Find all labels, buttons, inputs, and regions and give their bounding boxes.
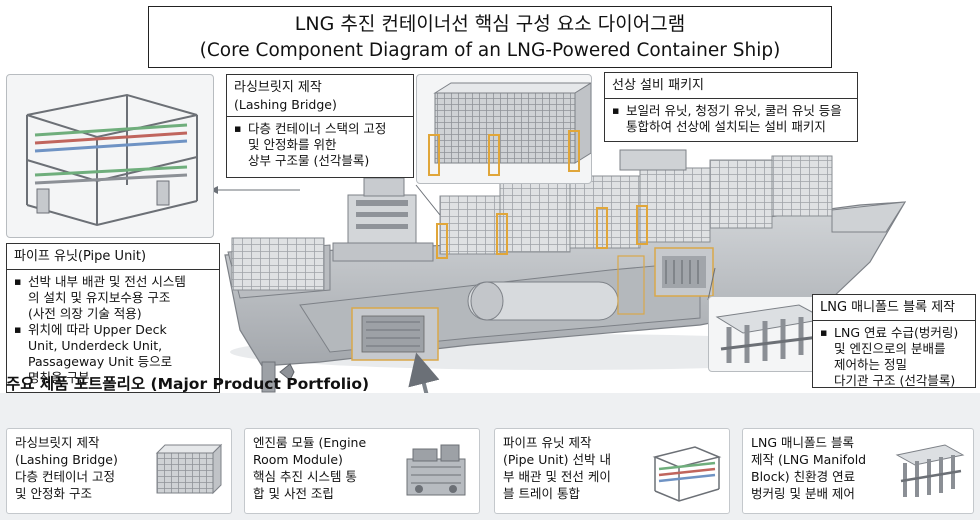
rudder — [261, 361, 276, 393]
portfolio-card-line: 합 및 사전 조립 — [253, 486, 334, 501]
callout-lashing-line: 및 안정화를 위한 — [248, 137, 337, 152]
portfolio-card-line: (Lashing Bridge) — [15, 452, 118, 467]
portfolio-card-line: 라싱브릿지 제작 — [15, 435, 100, 450]
callout-manifold-line: 다기관 구조 (선각블록) — [834, 373, 956, 388]
callout-onboard-package: 선상 설비 패키지 보일러 유닛, 청정기 유닛, 쿨러 유닛 등을 통합하여 … — [604, 72, 858, 142]
callout-pipe-line: Unit, Underdeck Unit, — [28, 338, 163, 353]
callout-pipe-bullet-1: 선박 내부 배관 및 전선 시스템 — [14, 274, 212, 290]
callout-pipe-head: 파이프 유닛(Pipe Unit) — [14, 249, 147, 264]
bridge-superstructure — [332, 177, 434, 262]
lashing-bridge-image — [416, 74, 592, 184]
callout-pipe-line: Passageway Unit 등으로 — [28, 354, 173, 369]
callout-pipe-bullet-2: 위치에 따라 Upper Deck — [14, 322, 212, 338]
engine-module-icon — [406, 444, 466, 496]
portfolio-card-line: 파이프 유닛 제작 — [503, 435, 592, 450]
portfolio-card-pipe-unit: 파이프 유닛 제작 (Pipe Unit) 선박 내 부 배관 및 전선 케이 … — [494, 428, 730, 514]
callout-pipe-unit: 파이프 유닛(Pipe Unit) 선박 내부 배관 및 전선 시스템 의 설치… — [6, 243, 220, 393]
callout-lashing-head-kr: 라싱브릿지 제작 — [234, 80, 322, 95]
callout-lng-manifold: LNG 매니폴드 블록 제작 LNG 연료 수급(벙커링) 및 엔진으로의 분배… — [812, 294, 976, 388]
pipe-unit-image — [6, 74, 214, 238]
deckhouse-front — [619, 149, 687, 171]
manifold-block-icon — [895, 444, 965, 497]
callout-lashing-head-en: (Lashing Bridge) — [234, 97, 337, 112]
portfolio-card-line: Room Module) — [253, 452, 343, 467]
portfolio-card-line: LNG 매니폴드 블록 — [751, 435, 854, 450]
callout-package-bullet: 보일러 유닛, 청정기 유닛, 쿨러 유닛 등을 — [612, 103, 850, 119]
leader-lines — [210, 184, 716, 301]
portfolio-card-line: 엔진룸 모듈 (Engine — [253, 435, 367, 450]
callout-pipe-line: 의 설치 및 유지보수용 구조 — [28, 290, 171, 305]
pipe-rack-icon — [26, 93, 198, 227]
manifold-compartment — [654, 247, 714, 297]
portfolio-card-line: 제작 (LNG Manifold — [751, 452, 867, 467]
callout-lashing-line: 상부 구조물 (선각블록) — [248, 153, 370, 168]
portfolio-card-line: (Pipe Unit) 선박 내 — [503, 452, 611, 467]
callout-pipe-line: (사전 의장 기술 적용) — [28, 306, 142, 321]
callout-package-line: 통합하여 선상에 설치되는 설비 패키지 — [626, 119, 826, 134]
portfolio-card-line: Block) 친환경 연료 — [751, 469, 856, 484]
manifold-block-icon — [715, 304, 827, 363]
portfolio-card-line: 및 안정화 구조 — [15, 486, 92, 501]
container-stack-icon — [155, 443, 223, 495]
callout-lashing-bridge: 라싱브릿지 제작 (Lashing Bridge) 다층 컨테이너 스택의 고정… — [226, 74, 414, 178]
portfolio-card-line: 블 트레이 통합 — [503, 486, 580, 501]
portfolio-title: 주요 제품 포트폴리오 (Major Product Portfolio) — [6, 375, 370, 393]
callout-package-head: 선상 설비 패키지 — [612, 78, 704, 93]
portfolio-card-line: 벙커링 및 분배 제어 — [751, 486, 855, 501]
diagram-title-box: LNG 추진 컨테이너선 핵심 구성 요소 다이어그램 (Core Compon… — [148, 6, 832, 68]
midship-containers — [439, 155, 833, 255]
forecastle — [831, 201, 906, 233]
container-stack-icon — [428, 82, 591, 176]
lng-fuel-tank — [467, 281, 619, 321]
portfolio-card-lng-manifold: LNG 매니폴드 블록 제작 (LNG Manifold Block) 친환경 … — [742, 428, 974, 514]
callout-manifold-line: 및 엔진으로의 분배를 — [834, 341, 946, 356]
callout-lashing-bullet: 다층 컨테이너 스택의 고정 — [234, 121, 406, 137]
aft-container-stack — [231, 237, 325, 291]
title-korean: LNG 추진 컨테이너선 핵심 구성 요소 다이어그램 — [294, 13, 686, 35]
manifold-image — [708, 296, 830, 372]
portfolio-card-lashing-bridge: 라싱브릿지 제작 (Lashing Bridge) 다층 컨테이너 고정 및 안… — [6, 428, 232, 514]
propeller-icon — [279, 363, 295, 381]
portfolio-card-line: 핵심 추진 시스템 통 — [253, 469, 357, 484]
portfolio-card-line: 부 배관 및 전선 케이 — [503, 469, 611, 484]
callout-manifold-bullet: LNG 연료 수급(벙커링) — [820, 325, 968, 341]
callout-manifold-head: LNG 매니폴드 블록 제작 — [820, 300, 956, 315]
title-english: (Core Component Diagram of an LNG-Powere… — [199, 40, 781, 61]
engine-room — [351, 307, 439, 361]
callout-manifold-line: 제어하는 정밀 — [834, 357, 907, 372]
portfolio-card-line: 다층 컨테이너 고정 — [15, 469, 115, 484]
callout-pipe-line: 명칭을 구분 — [28, 370, 90, 385]
pipe-unit-icon — [652, 446, 722, 502]
side-compartment — [617, 255, 645, 315]
lashing-bridge-highlights — [436, 205, 648, 259]
portfolio-card-engine-room: 엔진룸 모듈 (Engine Room Module) 핵심 추진 시스템 통 … — [244, 428, 480, 514]
